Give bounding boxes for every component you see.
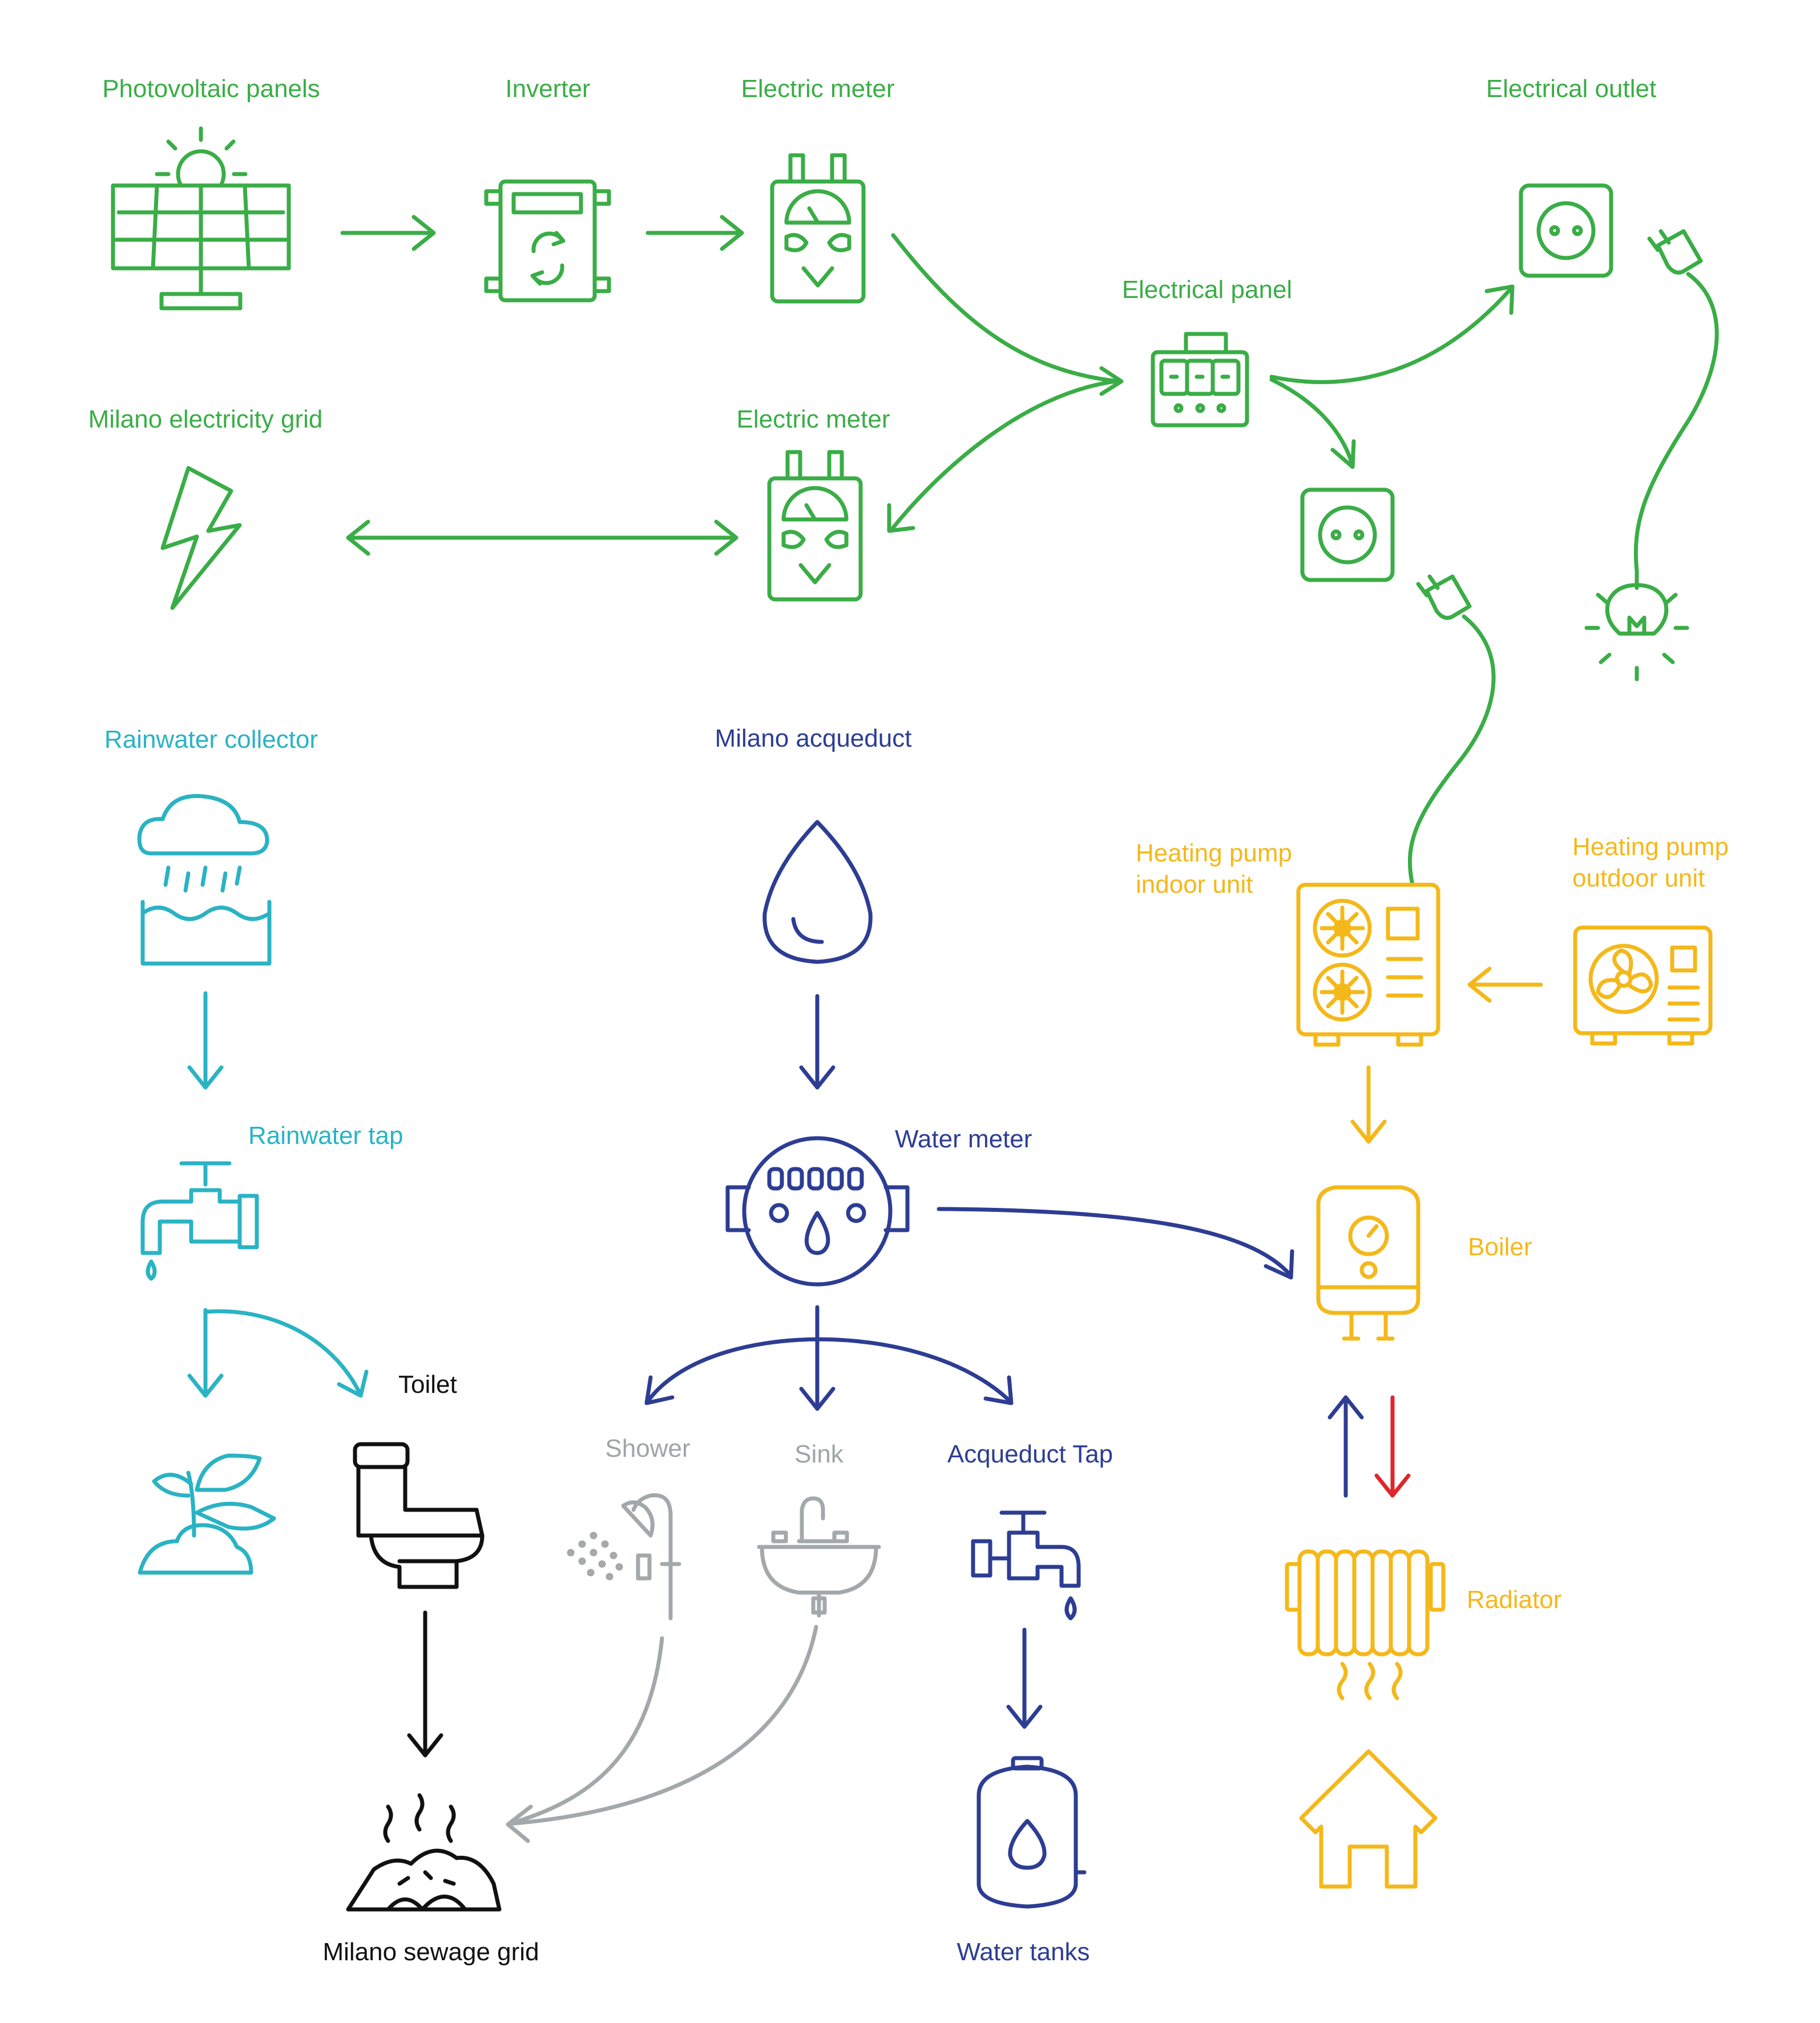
label-electrical-outlet: Electrical outlet [1486,75,1657,103]
arrowhead-to-acqueduct-tap [983,1375,1014,1405]
heat-pump-outdoor-icon [1573,925,1713,1046]
arrowhead-tap-toilet [337,1369,369,1398]
arrow-panel-to-meter-bottom [889,379,1118,532]
rainwater-collector-icon [137,794,272,966]
label-radiator: Radiator [1467,1586,1562,1614]
solar-panel-icon [111,126,291,311]
arrowhead-inverter-meter [720,215,744,251]
arrowhead-acqueduct-meter [799,1065,836,1090]
arrowhead-meter-panel [1099,366,1124,396]
label-rainwater-tap: Rainwater tap [248,1122,403,1150]
label-milano-electricity-grid: Milano electricity grid [88,405,323,433]
lightning-icon [160,466,242,610]
label-toilet: Toilet [398,1371,457,1399]
arrowhead-grid-right [714,519,739,556]
shower-icon [567,1493,681,1621]
heat-waves-icon [1337,1662,1403,1700]
arrowhead-drain-sewage [506,1804,533,1843]
arrowhead-grid-left [346,519,370,556]
label-milano-acqueduct: Milano acqueduct [715,724,912,752]
label-inverter: Inverter [505,75,591,103]
arrowhead-panel-outlet-lower [1330,439,1356,469]
label-electric-meter-top: Electric meter [741,75,895,103]
electrical-outlet-icon [1519,183,1613,278]
acqueduct-tap-icon [971,1510,1081,1621]
label-water-meter: Water meter [895,1125,1032,1153]
arrowhead-boiler-radiator [1374,1473,1411,1498]
label-heating-pump-outdoor-2: outdoor unit [1572,864,1705,892]
label-heating-pump-outdoor-1: Heating pump [1572,833,1729,861]
water-tank-icon [976,1756,1087,1909]
label-water-tanks: Water tanks [957,1938,1090,1966]
arrow-tap-to-toilet [204,1309,362,1395]
arrow-meter-to-boiler [937,1207,1293,1278]
arrowhead-to-sink [799,1387,836,1411]
light-bulb-icon [1584,569,1689,682]
arrowhead-to-shower [644,1375,675,1405]
arrowhead-meter-boiler [1264,1249,1294,1280]
water-meter-icon [725,1136,910,1287]
label-electrical-panel: Electrical panel [1121,276,1293,304]
sink-icon [757,1496,881,1618]
electric-meter-icon [770,153,866,304]
arrowhead-panel-meter-bottom [887,503,915,533]
arrow-panel-to-outlet [1269,286,1514,384]
toilet-icon [353,1442,485,1589]
arrow-panel-to-outlet-lower [1269,377,1355,468]
rainwater-tap-icon [140,1161,259,1281]
label-heating-pump-indoor-1: Heating pump [1136,839,1292,867]
arrowhead-radiator-boiler [1327,1395,1364,1420]
drain-sink-to-sewage [507,1625,818,1826]
label-rainwater-collector: Rainwater collector [104,726,318,753]
house-icon [1299,1749,1438,1889]
plug-lower-icon [1407,574,1496,887]
boiler-icon [1316,1185,1421,1341]
label-heating-pump-indoor-2: indoor unit [1136,871,1253,898]
label-acqueduct-tap: Acqueduct Tap [947,1440,1113,1468]
label-boiler: Boiler [1468,1233,1532,1261]
drain-shower-to-sewage [507,1636,664,1826]
arrowhead-tap-plant [187,1373,224,1398]
electric-meter-bottom-icon [767,450,863,602]
heat-pump-indoor-icon [1296,882,1440,1047]
electrical-outlet-lower-icon [1300,487,1395,582]
sewage-icon [346,1793,502,1912]
arrowhead-toilet-sewage [407,1733,443,1758]
label-electric-meter-bottom: Electric meter [736,405,890,433]
distribution-arc [645,1337,1012,1404]
arrowhead-indoor-boiler [1350,1119,1387,1144]
plant-icon [138,1453,276,1575]
inverter-icon [484,179,611,303]
plug-icon [1633,229,1719,573]
label-photovoltaic-panels: Photovoltaic panels [102,75,320,103]
arrowhead-collector-tap [187,1065,224,1090]
label-milano-sewage-grid: Milano sewage grid [322,1938,539,1966]
arrowhead-pv-inverter [411,215,436,251]
label-sink: Sink [794,1440,844,1468]
arrowhead-outdoor-indoor [1467,966,1492,1003]
label-shower: Shower [605,1434,691,1462]
arrowhead-panel-outlet [1484,284,1515,315]
arrow-meter-to-panel [891,233,1121,384]
radiator-icon [1285,1549,1446,1657]
electrical-panel-icon [1151,332,1249,428]
arrowhead-tap-tanks [1006,1704,1043,1729]
water-drop-icon [762,820,873,964]
